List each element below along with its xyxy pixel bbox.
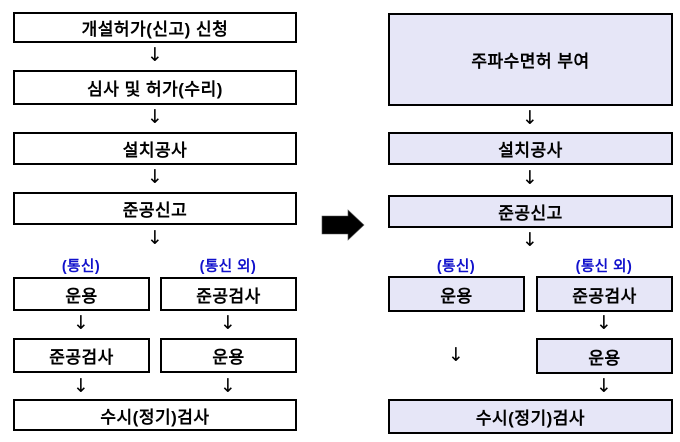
down-arrow-icon: ↓ [522, 107, 538, 129]
branch-label-comm: (통신) [436, 259, 476, 275]
flow-comm-operation: 운용 [13, 277, 150, 311]
down-arrow-icon: ↓ [147, 227, 163, 249]
down-arrow-icon: ↓ [596, 312, 612, 334]
branch-label-comm: (통신) [61, 259, 101, 275]
flow-comm-operation: 운용 [388, 276, 525, 312]
flow-noncomm-operation: 운용 [160, 338, 297, 373]
down-arrow-icon: ↓ [220, 375, 236, 397]
flow-step-final-inspection: 수시(정기)검사 [13, 399, 297, 431]
flow-step-apply: 개설허가(신고) 신청 [13, 12, 297, 43]
down-arrow-icon: ↓ [220, 312, 236, 334]
down-arrow-icon: ↓ [147, 166, 163, 188]
down-arrow-icon: ↓ [522, 229, 538, 251]
flow-step-completion-report: 준공신고 [13, 192, 297, 225]
down-arrow-icon: ↓ [73, 375, 89, 397]
down-arrow-icon: ↓ [147, 44, 163, 66]
branch-label-noncomm: (통신 외) [575, 259, 633, 275]
branch-label-noncomm: (통신 외) [199, 259, 257, 275]
flow-step-frequency-license: 주파수면허 부여 [388, 13, 673, 106]
flow-noncomm-completion-inspection: 준공검사 [536, 276, 673, 312]
flow-noncomm-completion-inspection: 준공검사 [160, 277, 297, 311]
flow-step-construction: 설치공사 [388, 132, 673, 165]
flow-step-review: 심사 및 허가(수리) [13, 70, 297, 105]
down-arrow-icon: ↓ [147, 106, 163, 128]
flow-step-construction: 설치공사 [13, 132, 297, 165]
transform-arrow-icon [321, 209, 365, 241]
down-arrow-icon: ↓ [73, 312, 89, 334]
down-arrow-icon: ↓ [596, 375, 612, 397]
flow-step-completion-report: 준공신고 [388, 195, 673, 228]
flow-step-final-inspection: 수시(정기)검사 [388, 399, 673, 434]
flow-noncomm-operation: 운용 [536, 338, 673, 374]
down-arrow-icon: ↓ [522, 167, 538, 189]
flow-comm-completion-inspection: 준공검사 [13, 338, 150, 373]
down-arrow-icon: ↓ [448, 344, 464, 366]
